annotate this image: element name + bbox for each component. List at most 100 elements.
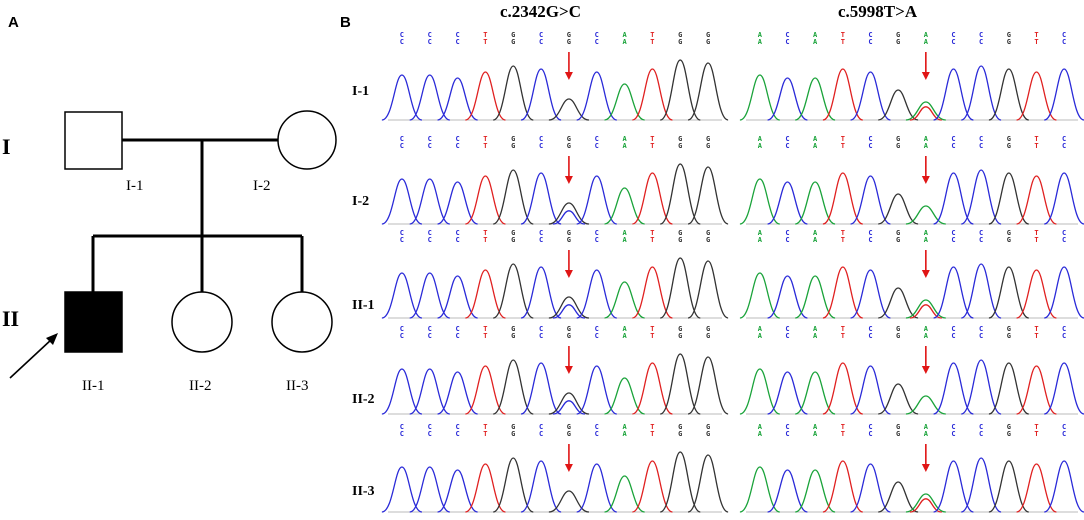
- base-call: C: [539, 332, 543, 340]
- base-call: T: [650, 142, 654, 150]
- trace-peak: [822, 68, 864, 121]
- base-call: C: [428, 229, 432, 237]
- trace-peak: [465, 269, 506, 319]
- trace-peak: [492, 263, 534, 319]
- base-call: G: [567, 423, 571, 431]
- base-call: G: [1007, 229, 1011, 237]
- base-call: C: [400, 236, 404, 244]
- base-call: T: [1034, 38, 1038, 46]
- base-call: G: [511, 332, 515, 340]
- base-call: A: [622, 423, 627, 431]
- trace-peak: [465, 71, 506, 121]
- trace-peak: [1016, 365, 1057, 415]
- base-call: G: [896, 236, 900, 244]
- base-call: C: [979, 236, 983, 244]
- base-call: T: [841, 142, 845, 150]
- base-call: T: [1034, 142, 1038, 150]
- base-call: A: [622, 430, 627, 438]
- base-call: G: [896, 430, 900, 438]
- base-call: T: [483, 430, 487, 438]
- base-call: G: [511, 325, 515, 333]
- row-label-i-1: I-1: [352, 84, 370, 99]
- base-call: A: [924, 236, 929, 244]
- base-call: C: [979, 332, 983, 340]
- base-call: G: [896, 229, 900, 237]
- trace-peak: [739, 368, 781, 415]
- trace-peak: [988, 68, 1030, 121]
- base-call: C: [595, 142, 599, 150]
- trace-peak: [604, 475, 645, 513]
- variant-arrow: [564, 52, 573, 80]
- trace-peak: [604, 281, 645, 319]
- trace-peak: [437, 275, 478, 319]
- base-call: C: [539, 430, 543, 438]
- pedigree-member-i-2: [277, 110, 337, 170]
- base-call: T: [841, 325, 845, 333]
- trace-peak: [548, 392, 590, 415]
- trace-peak: [933, 266, 974, 319]
- base-call: G: [706, 31, 710, 39]
- base-call: A: [758, 325, 763, 333]
- trace-peak: [381, 272, 423, 319]
- base-call: T: [650, 332, 654, 340]
- base-call: C: [400, 38, 404, 46]
- panel-label-a: A: [8, 14, 19, 31]
- base-call: A: [924, 142, 929, 150]
- base-call: A: [758, 430, 763, 438]
- base-call: C: [868, 332, 872, 340]
- base-call: C: [979, 135, 983, 143]
- trace-peak: [659, 353, 701, 415]
- variant-arrow: [564, 156, 573, 184]
- trace-peak: [767, 275, 808, 319]
- base-call: A: [622, 236, 627, 244]
- base-call: C: [400, 229, 404, 237]
- base-call: A: [813, 423, 818, 431]
- base-call: A: [924, 325, 929, 333]
- base-call: C: [785, 423, 789, 431]
- trace-peak: [878, 481, 919, 513]
- variant-arrow: [921, 346, 930, 374]
- base-call: T: [1034, 31, 1038, 39]
- base-call: C: [868, 236, 872, 244]
- trace-peak: [878, 193, 919, 225]
- base-call: C: [539, 135, 543, 143]
- variant-arrow: [564, 444, 573, 472]
- pedigree-member-i-1: [64, 111, 123, 170]
- trace-peak: [988, 460, 1030, 513]
- trace-peak: [850, 365, 891, 415]
- trace-peak: [905, 205, 946, 225]
- trace-peak: [794, 275, 836, 319]
- trace-peak: [1016, 175, 1057, 225]
- pedigree-chart: [9, 110, 337, 379]
- base-call: T: [1034, 325, 1038, 333]
- trace-peak: [659, 451, 701, 513]
- base-call: G: [706, 332, 710, 340]
- base-call: G: [511, 142, 515, 150]
- trace-secondary-peak: [552, 400, 586, 415]
- base-call: A: [622, 135, 627, 143]
- trace-peak: [409, 74, 451, 121]
- base-call: C: [1062, 423, 1066, 431]
- trace-peak: [822, 172, 864, 225]
- base-call: C: [785, 135, 789, 143]
- trace-peak: [437, 77, 478, 121]
- base-call: C: [428, 142, 432, 150]
- base-call: G: [511, 423, 515, 431]
- base-call: G: [1007, 135, 1011, 143]
- base-call: G: [678, 430, 682, 438]
- base-call: C: [868, 38, 872, 46]
- base-call: A: [622, 325, 627, 333]
- trace-peak: [548, 490, 590, 513]
- trace-peak: [960, 457, 1002, 513]
- base-call: C: [785, 38, 789, 46]
- base-call: T: [650, 430, 654, 438]
- base-call: C: [595, 332, 599, 340]
- trace-peak: [960, 263, 1002, 319]
- base-call: T: [483, 423, 487, 431]
- variant-arrow: [921, 156, 930, 184]
- base-call: G: [567, 135, 571, 143]
- base-call: C: [868, 423, 872, 431]
